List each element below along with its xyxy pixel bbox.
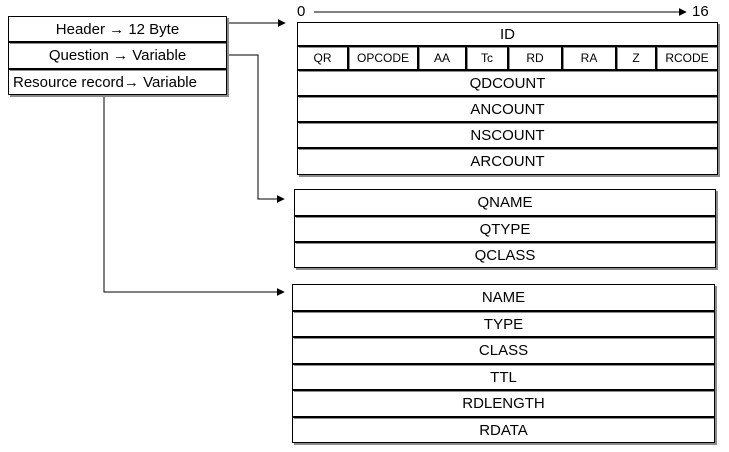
resource-record-connector-arrow: [103, 95, 285, 296]
id-field: ID: [297, 22, 718, 46]
arrow-right-icon: →: [109, 20, 125, 38]
rr-class-field: CLASS: [292, 337, 715, 364]
flag-qr: QR: [297, 46, 348, 70]
legend-label: Question: [48, 47, 109, 64]
qname-field: QNAME: [294, 189, 716, 216]
qclass-field: QCLASS: [294, 242, 716, 268]
flag-opcode: OPCODE: [348, 46, 418, 70]
legend-size: 12 Byte: [128, 20, 180, 38]
flag-ra: RA: [562, 46, 616, 70]
nscount-field: NSCOUNT: [297, 122, 718, 148]
legend-row-header: Header → 12 Byte: [8, 16, 227, 42]
bit-scale-start: 0: [297, 3, 306, 20]
rr-rdlength-field: RDLENGTH: [292, 390, 715, 417]
legend-label: Resource record: [13, 73, 124, 91]
flag-z: Z: [616, 46, 656, 70]
flag-tc: Tc: [466, 46, 508, 70]
flag-rcode: RCODE: [656, 46, 718, 70]
question-connector-arrow: [227, 54, 285, 203]
legend-label: Header: [55, 20, 105, 38]
qtype-field: QTYPE: [294, 216, 716, 242]
flag-rd: RD: [508, 46, 562, 70]
ancount-field: ANCOUNT: [297, 96, 718, 122]
rr-name-field: NAME: [292, 284, 715, 311]
arrow-right-icon: →: [113, 47, 129, 64]
rr-ttl-field: TTL: [292, 364, 715, 390]
legend-size: Variable: [143, 73, 197, 91]
legend-row-question: Question → Variable: [8, 42, 227, 69]
rr-type-field: TYPE: [292, 311, 715, 337]
qdcount-field: QDCOUNT: [297, 70, 718, 96]
arcount-field: ARCOUNT: [297, 148, 718, 175]
arrow-right-icon: →: [123, 73, 139, 91]
legend-size: Variable: [132, 47, 187, 64]
legend-row-resource-record: Resource record→ Variable: [8, 69, 227, 95]
flag-aa: AA: [418, 46, 466, 70]
rr-rdata-field: RDATA: [292, 417, 715, 443]
bit-scale-end: 16: [692, 3, 709, 20]
